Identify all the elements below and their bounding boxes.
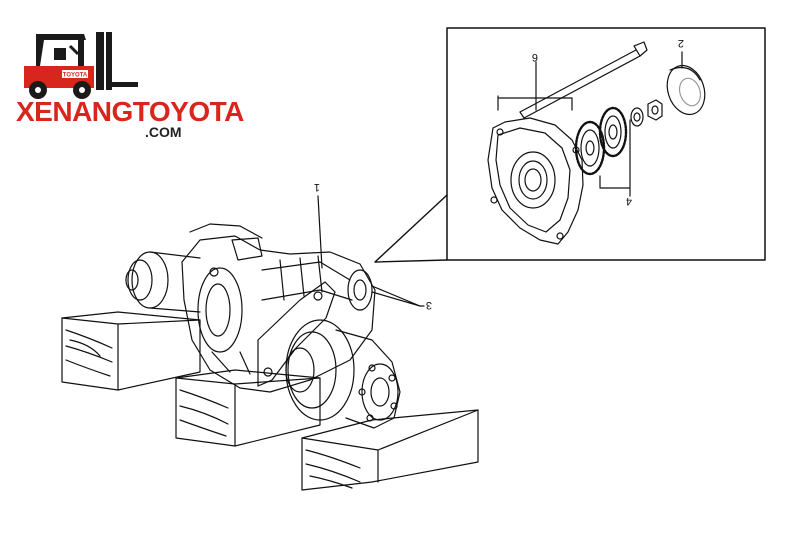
shim-gear-2 xyxy=(598,106,628,158)
nut xyxy=(647,99,663,121)
wood-block-left xyxy=(61,311,201,391)
wood-block-middle xyxy=(175,369,321,447)
long-bolt xyxy=(519,41,648,119)
wood-block-right xyxy=(301,409,479,491)
end-plate xyxy=(487,117,584,245)
badge-text: TOYOTA xyxy=(63,73,88,79)
axle-housing xyxy=(125,223,401,429)
callout-screws: 3 xyxy=(426,299,432,311)
callout-shims: 4 xyxy=(626,195,632,207)
callout-assembly: 1 xyxy=(314,181,320,193)
brand-name: XENANGTOYOTA xyxy=(16,96,244,127)
callout-bolt: 6 xyxy=(532,51,538,63)
brand-domain: .COM xyxy=(145,124,182,140)
detail-pointer xyxy=(374,194,448,263)
washer xyxy=(630,107,644,127)
detail-inset-frame xyxy=(446,27,766,261)
callout-cap: 2 xyxy=(678,37,684,49)
forklift-logo-icon: TOYOTA xyxy=(24,32,138,99)
end-cap xyxy=(666,64,706,116)
